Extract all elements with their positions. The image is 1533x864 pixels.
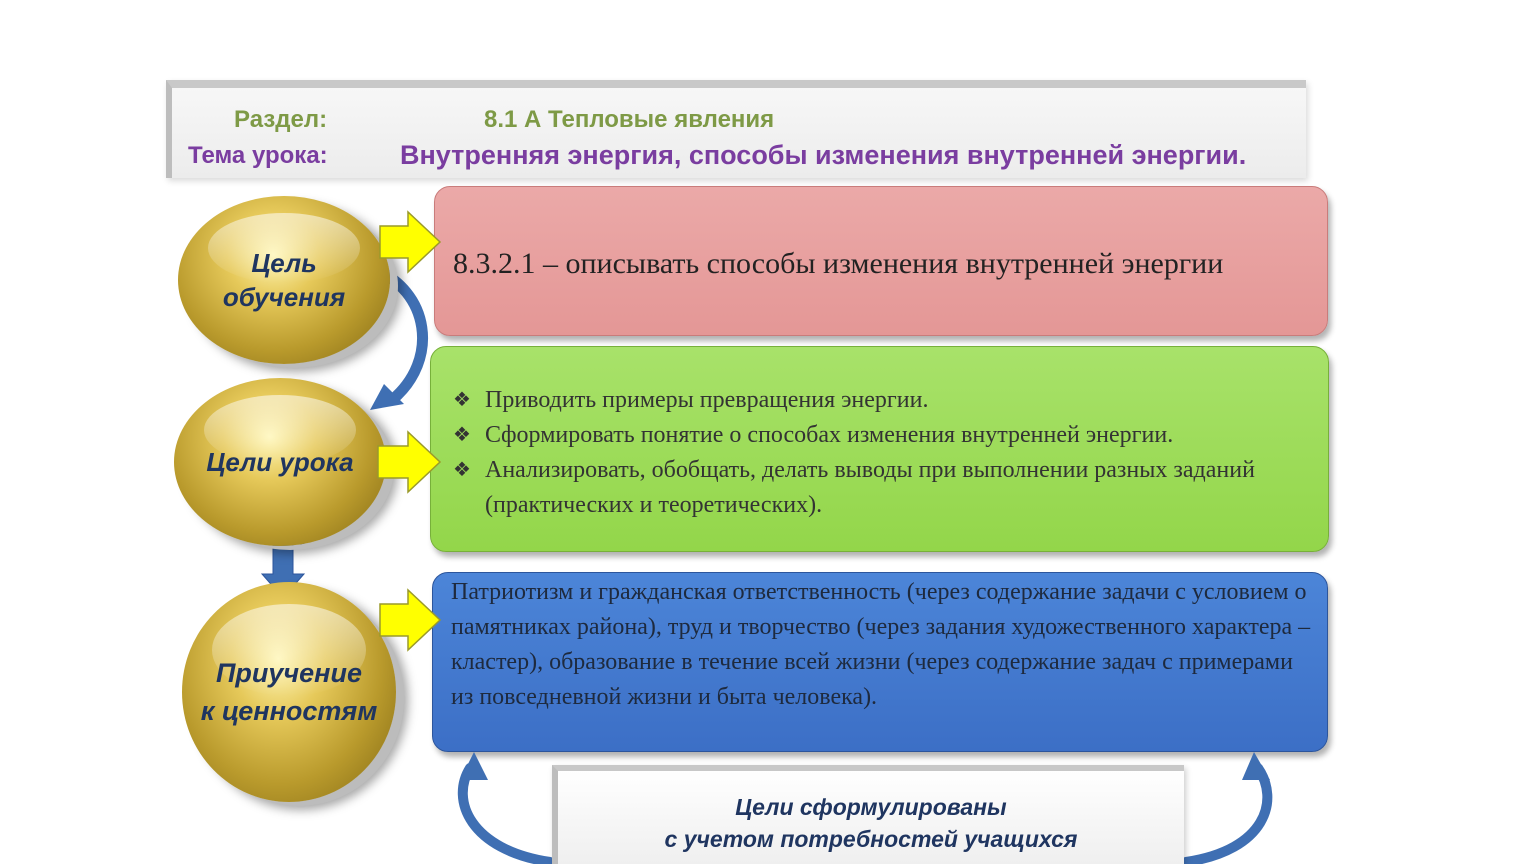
bottom-note-box: Цели сформулированы с учетом потребносте… [552, 765, 1184, 864]
list-item: ❖Анализировать, обобщать, делать выводы … [453, 453, 1303, 523]
list-item: ❖Приводить примеры превращения энергии. [453, 383, 1303, 418]
diamond-bullet-icon: ❖ [453, 424, 471, 446]
curved-arrow-right [1181, 763, 1273, 864]
bottom-note-line2: с учетом потребностей учащихся [664, 826, 1078, 852]
yellow-arrow-right-icon [377, 430, 442, 494]
values-text: Патриотизм и гражданская ответственность… [451, 579, 1311, 710]
values-line1: Приучение [216, 658, 362, 688]
curved-arrow-left-head [460, 752, 488, 780]
yellow-arrow-right-icon [379, 588, 442, 652]
bottom-note-line1: Цели сформулированы [735, 794, 1007, 820]
lesson-goals-label: Цели урока [206, 447, 354, 477]
learning-goal-line1: Цель [251, 248, 317, 278]
lesson-goals-box: ❖Приводить примеры превращения энергии. … [430, 346, 1329, 552]
topic-label: Тема урока: [188, 142, 328, 169]
lesson-goals-circle: Цели урока [174, 378, 386, 546]
curved-arrow-right-head [1242, 752, 1270, 780]
learning-goal-text: 8.3.2.1 – описывать способы изменения вн… [453, 247, 1224, 280]
section-value: 8.1 А Тепловые явления [484, 106, 775, 133]
list-item: ❖Сформировать понятие о способах изменен… [453, 418, 1303, 453]
learning-goal-box: 8.3.2.1 – описывать способы изменения вн… [434, 186, 1328, 336]
topic-value: Внутренняя энергия, способы изменения вн… [400, 140, 1247, 170]
curved-arrow-learning-to-lesson [366, 262, 429, 406]
section-label: Раздел: [234, 106, 328, 133]
values-circle: Приучение к ценностям [182, 582, 396, 802]
learning-goal-circle: Цель обучения [178, 196, 390, 364]
curved-arrow-left [457, 763, 555, 864]
values-box: Патриотизм и гражданская ответственность… [432, 572, 1328, 752]
learning-goal-line2: обучения [222, 282, 346, 312]
diamond-bullet-icon: ❖ [453, 459, 471, 481]
header-bar: Раздел: 8.1 А Тепловые явления Тема урок… [166, 80, 1306, 178]
values-line2: к ценностям [200, 696, 378, 726]
yellow-arrow-right-icon [379, 210, 442, 274]
lesson-goals-list: ❖Приводить примеры превращения энергии. … [453, 383, 1303, 523]
diamond-bullet-icon: ❖ [453, 389, 471, 411]
curved-arrow-head [370, 384, 404, 410]
